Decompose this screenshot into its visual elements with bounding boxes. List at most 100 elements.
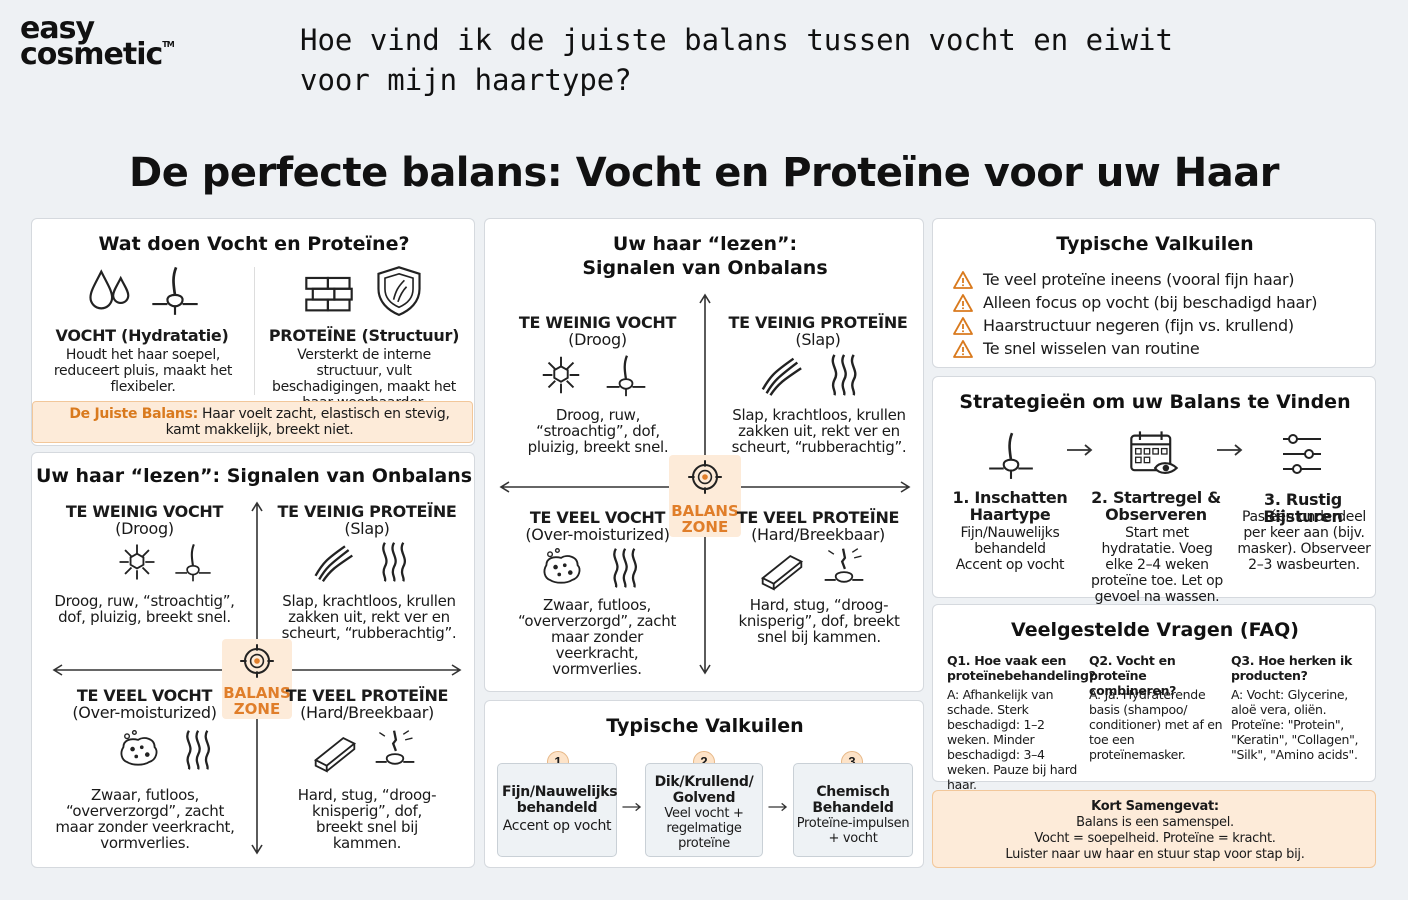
sliders-icon (1277, 429, 1327, 479)
faq-answer: A: Vocht: Glycerine, aloë vera, oliën. P… (1231, 687, 1359, 762)
summary-box: Kort Samengevat: Balans is een samenspel… (932, 790, 1376, 868)
drops-icon (84, 263, 138, 317)
q2-title: TE VEINIG PROTEÏNE (277, 502, 457, 521)
pitfalls-list: Te veel proteïne ineens (vooral fijn haa… (953, 268, 1369, 360)
faq-question: Q3. Hoe herken ik producten? (1231, 653, 1353, 683)
signals-title-center-1: Uw haar “lezen”: (612, 233, 798, 255)
pitfall-text: Haarstructuur negeren (fijn vs. krullend… (983, 316, 1294, 335)
type-card-title: Fijn/Nauwelijks behandeld (502, 784, 618, 816)
faq-question: Q2. Vocht en proteïne combineren? (1089, 653, 1177, 698)
what-panel: Wat doen Vocht en Proteïne? VOCHT (Hydra… (31, 218, 475, 446)
signals-panel-left: Uw haar “lezen”: Signalen van Onbalans T… (31, 452, 475, 868)
type-card-1: Fijn/Nauwelijks behandeld Accent op voch… (497, 763, 618, 857)
pitfall-item: Te snel wisselen van routine (953, 337, 1369, 360)
shield-icon (372, 263, 426, 317)
type-card-text: Accent op vocht (502, 818, 612, 834)
hair-strands-icon (176, 727, 222, 773)
pitfalls-types-title: Typische Valkuilen (606, 715, 804, 737)
strategy-title: 1. Inschatten Haartype (952, 488, 1068, 524)
summary-title: Kort Samengevat: (1091, 799, 1219, 814)
arrow-right-icon (1065, 443, 1095, 457)
strategy-text: Fijn/Nauwelijks behandeld Accent op voch… (955, 525, 1065, 573)
crack-icon (537, 351, 585, 399)
faq-answer: A: Ja. Hydraterende basis (shampoo/ cond… (1089, 687, 1223, 762)
pitfall-text: Te veel proteïne ineens (vooral fijn haa… (983, 270, 1295, 289)
summary-line: Luister naar uw haar en stuur stap voor … (1005, 847, 1305, 862)
hair-follicle-icon (985, 427, 1037, 483)
pitfall-text: Te snel wisselen van routine (983, 339, 1200, 358)
faq-title: Veelgestelde Vragen (FAQ) (1011, 619, 1299, 641)
balans-label: De Juiste Balans: (69, 406, 198, 422)
type-card-text: Veel vocht + regelmatige proteïne (664, 806, 744, 851)
wavy-hair-icon (310, 539, 356, 585)
zone-label-1: BALANS (223, 684, 291, 702)
type-card-text: Proteïne-impulsen + vocht (796, 816, 910, 846)
strategy-title: 3. Rustig Bijsturen (1263, 490, 1343, 526)
q1-text: Droog, ruw, “stroachtig”, dof, pluizig, … (527, 406, 669, 456)
signals-panel-center: Uw haar “lezen”: Signalen van Onbalans T… (484, 218, 924, 692)
faq-question: Q1. Hoe vaak een proteïnebehandeling? (947, 653, 1096, 683)
logo-tm: TM (162, 39, 174, 49)
vocht-text: Houdt het haar soepel, reduceert pluis, … (53, 347, 233, 395)
q4-sub: (Hard/Breekbaar) (751, 525, 885, 544)
calendar-eye-icon (1127, 427, 1181, 481)
q1-title: TE WEINIG VOCHT (65, 502, 224, 521)
q2-sub: (Slap) (344, 519, 390, 538)
q4-title: TE VEEL PROTEÏNE (736, 508, 900, 527)
sponge-icon (116, 727, 162, 773)
strategy-title: 2. Startregel & Observeren (1091, 488, 1221, 524)
q2-sub: (Slap) (795, 330, 841, 349)
hair-follicle-icon (148, 263, 202, 317)
target-icon (685, 457, 725, 497)
q3-sub: (Over-moisturized) (525, 525, 670, 544)
warning-icon (953, 339, 973, 359)
strategy-text: Start met hydratatie. Voeg elke 2–4 weke… (1091, 525, 1223, 605)
brand-logo: easy cosmeticTM (20, 14, 175, 69)
arrow-right-icon (1215, 443, 1245, 457)
q4-title: TE VEEL PROTEÏNE (285, 686, 449, 705)
warning-icon (953, 293, 973, 313)
broken-hair-icon (372, 727, 418, 773)
pitfall-text: Alleen focus op vocht (bij beschadigd ha… (983, 293, 1318, 312)
proteine-text: Versterkt de interne structuur, vult bes… (272, 347, 456, 411)
type-card-3: Chemisch Behandeld Proteïne-impulsen + v… (793, 763, 913, 857)
signals-title-left: Uw haar “lezen”: Signalen van Onbalans (35, 465, 473, 487)
plank-icon (312, 727, 358, 773)
hair-strands-icon (603, 545, 649, 591)
faq-answer: A: Afhankelijk van schade. Sterk beschad… (947, 687, 1078, 792)
signals-title-center-2: Signalen van Onbalans (582, 257, 828, 279)
q1-title: TE WEINIG VOCHT (518, 313, 677, 332)
q3-text: Zwaar, futloos, “oververzorgd”, zacht ma… (517, 596, 677, 678)
q4-sub: (Hard/Breekbaar) (300, 703, 434, 722)
pitfalls-title: Typische Valkuilen (1056, 233, 1254, 255)
strategies-title: Strategieën om uw Balans te Vinden (959, 391, 1351, 413)
q4-text: Hard, stug, “droog-knisperig”, dof, bree… (738, 596, 900, 646)
q2-text: Slap, krachtloos, krullen zakken uit, re… (281, 592, 457, 642)
q4-text: Hard, stug, “droog-knisperig”, dof, bree… (297, 786, 437, 852)
pitfall-item: Haarstructuur negeren (fijn vs. krullend… (953, 314, 1369, 337)
zone-label-2: ZONE (681, 518, 729, 536)
type-card-title: Dik/Krullend/ Golvend (654, 774, 754, 806)
broken-hair-icon (821, 545, 867, 591)
q3-title: TE VEEL VOCHT (529, 508, 666, 527)
type-card-2: Dik/Krullend/ Golvend Veel vocht + regel… (645, 763, 763, 857)
balans-zone: BALANS ZONE (222, 639, 292, 719)
hair-strands-icon (372, 539, 418, 585)
zone-label-1: BALANS (671, 502, 739, 520)
strategies-panel: Strategieën om uw Balans te Vinden 1. In… (932, 376, 1376, 605)
arrow-right-icon (767, 801, 789, 813)
logo-line2: cosmetic (20, 36, 163, 72)
pitfalls-panel: Typische Valkuilen Te veel proteïne inee… (932, 218, 1376, 368)
hair-follicle-icon (603, 351, 649, 399)
hair-strands-icon (821, 351, 869, 399)
q3-title: TE VEEL VOCHT (76, 686, 213, 705)
pitfall-item: Te veel proteïne ineens (vooral fijn haa… (953, 268, 1369, 291)
faq-panel: Veelgestelde Vragen (FAQ) Q1. Hoe vaak e… (932, 604, 1376, 792)
page-question: Hoe vind ik de juiste balans tussen voch… (300, 23, 1173, 97)
sponge-icon (539, 545, 585, 591)
pitfall-item: Alleen focus op vocht (bij beschadigd ha… (953, 291, 1369, 314)
q3-text: Zwaar, futloos, “oververzorgd”, zacht ma… (55, 786, 235, 852)
warning-icon (953, 270, 973, 290)
proteine-title: PROTEÏNE (Structuur) (268, 326, 460, 345)
what-title: Wat doen Vocht en Proteïne? (98, 233, 410, 255)
